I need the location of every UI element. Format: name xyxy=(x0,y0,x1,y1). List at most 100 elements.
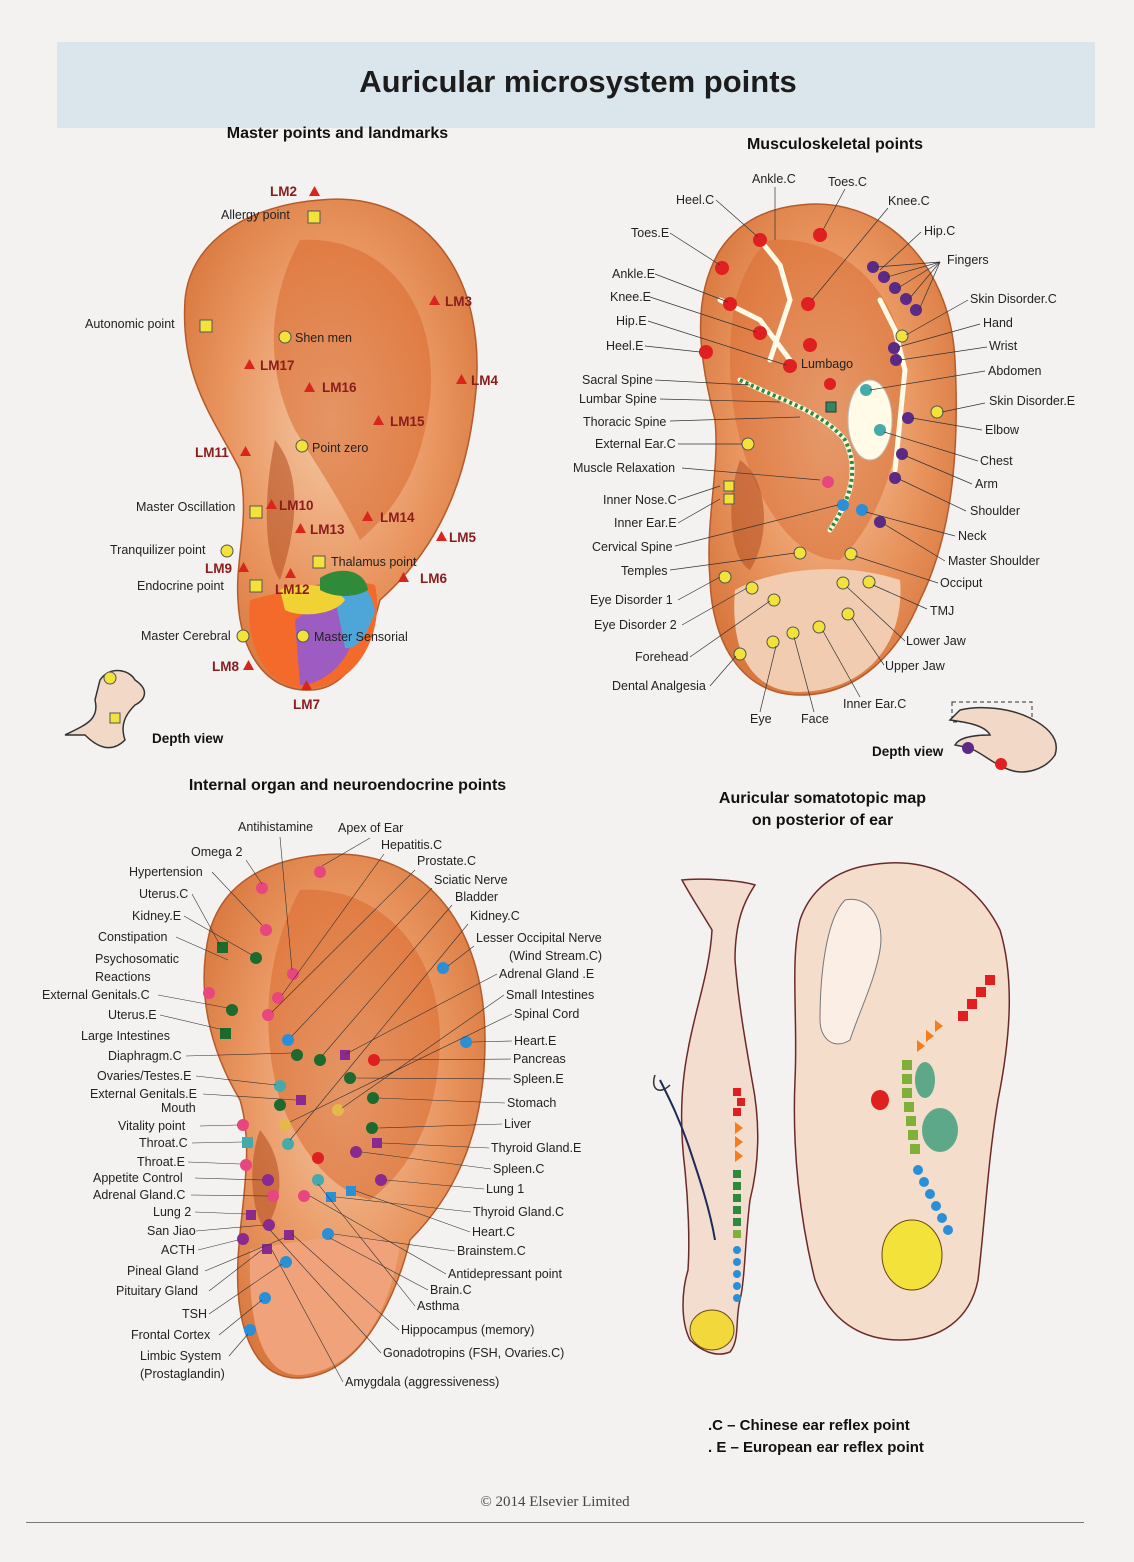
spine-segments xyxy=(739,378,855,532)
label-vitality-point: Vitality point xyxy=(118,1119,186,1133)
depth-view-right: Depth view xyxy=(872,701,1057,773)
finger-3-marker xyxy=(889,282,901,294)
posterior-spine-marks xyxy=(902,975,995,1235)
ovaries-testes-e-marker xyxy=(274,1080,286,1092)
label-hippocampus: Hippocampus (memory) xyxy=(401,1323,534,1337)
label-kidney-e: Kidney.E xyxy=(132,909,181,923)
label-pancreas: Pancreas xyxy=(513,1052,566,1066)
thyroid-gland-e-marker xyxy=(372,1138,382,1148)
label-external-genitals-e: External Genitals.E xyxy=(90,1087,197,1101)
eye-disorder-1-marker xyxy=(718,570,732,584)
uterus-c-marker xyxy=(217,942,228,953)
lesser-occipital-nerve-marker xyxy=(437,962,449,974)
label-ankle-e: Ankle.E xyxy=(612,267,655,281)
label-ovaries-testes-e: Ovaries/Testes.E xyxy=(97,1069,191,1083)
heart-c-marker xyxy=(346,1186,356,1196)
label-elbow: Elbow xyxy=(985,423,1020,437)
section-title-master: Master points and landmarks xyxy=(226,125,449,142)
label-muscle-relaxation: Muscle Relaxation xyxy=(573,461,675,475)
hypertension-marker xyxy=(260,924,272,936)
body-spine-marks xyxy=(733,1088,745,1302)
label-heel-e: Heel.E xyxy=(606,339,644,353)
inner-ear-c-marker xyxy=(812,620,826,634)
internal-left-labels: Hypertension Uterus.C Kidney.E Constipat… xyxy=(42,865,225,1381)
internal-right-labels: Lesser Occipital Nerve (Wind Stream.C) A… xyxy=(345,931,602,1389)
label-lesser-occipital-nerve: Lesser Occipital Nerve xyxy=(476,931,602,945)
label-occiput: Occiput xyxy=(940,576,983,590)
abdomen-marker xyxy=(860,384,872,396)
large-intestines-marker xyxy=(220,1028,231,1039)
label-appetite-control: Appetite Control xyxy=(93,1171,183,1185)
musc-bottom-labels: Eye Face Inner Ear.C Lumbago xyxy=(750,357,906,726)
hepatitis-c-marker xyxy=(272,992,284,1004)
face-marker xyxy=(786,626,800,640)
label-brainstem-c: Brainstem.C xyxy=(457,1244,526,1258)
adrenal-gland-c-marker xyxy=(267,1190,279,1202)
body-head xyxy=(689,1309,735,1351)
label-hand: Hand xyxy=(983,316,1013,330)
wrist-marker xyxy=(890,354,902,366)
label-prostaglandin: (Prostaglandin) xyxy=(140,1367,225,1381)
label-adrenal-gland-e: Adrenal Gland .E xyxy=(499,967,594,981)
finger-4-marker xyxy=(900,293,912,305)
label-apex-of-ear: Apex of Ear xyxy=(338,821,403,835)
internal-top-labels: Antihistamine Apex of Ear Omega 2 Hepati… xyxy=(191,820,520,923)
label-amygdala: Amygdala (aggressiveness) xyxy=(345,1375,499,1389)
label-constipation: Constipation xyxy=(98,930,168,944)
acth-marker xyxy=(237,1233,249,1245)
hip-c-marker xyxy=(803,338,817,352)
antidepressant-marker xyxy=(298,1190,310,1202)
label-throat-c: Throat.C xyxy=(139,1136,188,1150)
san-jiao-marker xyxy=(263,1219,275,1231)
label-acth: ACTH xyxy=(161,1243,195,1257)
label-spinal-cord: Spinal Cord xyxy=(514,1007,579,1021)
label-gonadotropins: Gonadotropins (FSH, Ovaries.C) xyxy=(383,1346,564,1360)
posterior-heart-red xyxy=(871,1090,889,1110)
stomach-marker xyxy=(367,1092,379,1104)
pineal-gland-marker xyxy=(284,1230,294,1240)
title-banner xyxy=(57,42,1095,128)
inverted-body-figure xyxy=(653,878,759,1355)
label-inner-nose-c: Inner Nose.C xyxy=(603,493,677,507)
toes-e-marker xyxy=(715,261,729,275)
lung-1-marker xyxy=(375,1174,387,1186)
internal-leader-lines xyxy=(157,836,513,1383)
section-title-musculoskeletal: Musculoskeletal points xyxy=(746,136,924,153)
label-eye: Eye xyxy=(750,712,772,726)
spleen-c-marker xyxy=(350,1146,362,1158)
psychosomatic-marker xyxy=(203,987,215,999)
depth-view-right-label: Depth view xyxy=(872,744,944,759)
pituitary-gland-marker xyxy=(262,1244,272,1254)
label-external-ear-c: External Ear.C xyxy=(595,437,676,451)
throat-c-marker xyxy=(242,1137,253,1148)
inner-ear-e-marker xyxy=(723,493,735,505)
label-wind-stream-c: (Wind Stream.C) xyxy=(509,949,602,963)
label-thyroid-gland-c: Thyroid Gland.C xyxy=(473,1205,564,1219)
musc-right-labels: Fingers Skin Disorder.C Hand Wrist Abdom… xyxy=(885,253,1075,673)
lung-2-marker xyxy=(246,1210,256,1220)
label-toes-e: Toes.E xyxy=(631,226,669,240)
label-frontal-cortex: Frontal Cortex xyxy=(131,1328,211,1342)
upper-jaw-marker xyxy=(841,607,855,621)
label-kidney-c: Kidney.C xyxy=(470,909,520,923)
lung-marker xyxy=(312,1174,324,1186)
musc-top-labels: Heel.C Ankle.C Toes.C Knee.C Hip.C xyxy=(676,172,955,238)
musc-markers xyxy=(699,228,944,661)
label-hypertension: Hypertension xyxy=(129,865,203,879)
label-throat-e: Throat.E xyxy=(137,1155,185,1169)
label-heart-e: Heart.E xyxy=(514,1034,556,1048)
label-ankle-c: Ankle.C xyxy=(752,172,796,186)
label-chest: Chest xyxy=(980,454,1013,468)
vitality-point-marker xyxy=(237,1119,249,1131)
eye-disorder-2-marker xyxy=(745,581,759,595)
lower-jaw-marker xyxy=(836,576,850,590)
label-antihistamine: Antihistamine xyxy=(238,820,313,834)
elbow-marker xyxy=(902,412,914,424)
depth-view-purple-point xyxy=(962,742,974,754)
throat-e-marker xyxy=(240,1159,252,1171)
heart-e-marker xyxy=(460,1036,472,1048)
label-prostate-c: Prostate.C xyxy=(417,854,476,868)
internal-markers xyxy=(203,866,472,1336)
